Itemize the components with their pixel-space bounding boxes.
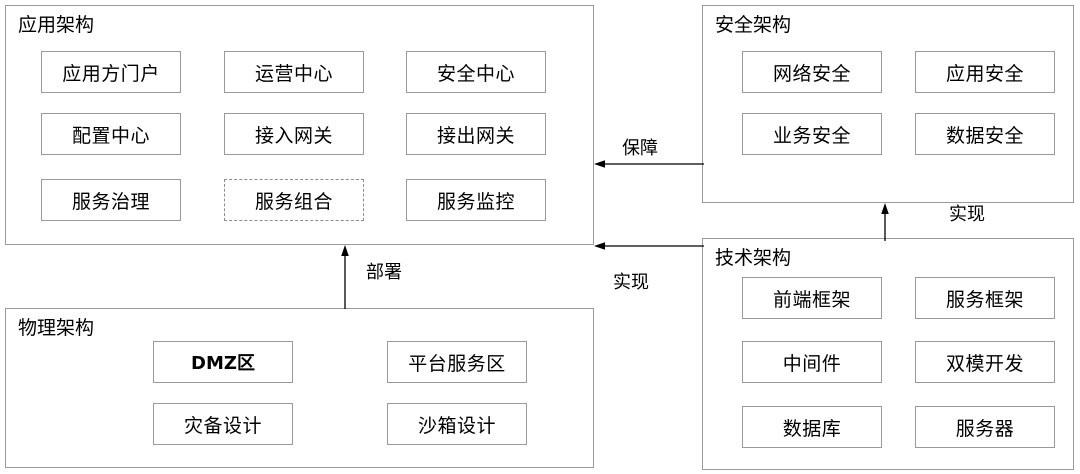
connector-physical-to-application: [340, 245, 354, 309]
connector-label-technical-to-application: 实现: [613, 272, 649, 293]
connector-technical-to-security: [880, 203, 894, 241]
node-service-monitoring[interactable]: 服务监控: [406, 179, 546, 221]
group-physical-architecture[interactable]: 物理架构 DMZ区 平台服务区 灾备设计 沙箱设计: [5, 308, 594, 468]
node-network-security[interactable]: 网络安全: [742, 51, 882, 93]
node-business-security[interactable]: 业务安全: [742, 113, 882, 155]
node-service-composition[interactable]: 服务组合: [224, 179, 364, 221]
node-operation-center[interactable]: 运营中心: [224, 51, 364, 93]
node-data-security[interactable]: 数据安全: [915, 113, 1055, 155]
node-database[interactable]: 数据库: [742, 406, 882, 448]
node-dmz-zone[interactable]: DMZ区: [153, 341, 293, 383]
node-sandbox-design[interactable]: 沙箱设计: [387, 403, 527, 445]
node-platform-service-zone[interactable]: 平台服务区: [387, 341, 527, 383]
group-technical-architecture[interactable]: 技术架构 前端框架 服务框架 中间件 双模开发 数据库 服务器: [702, 238, 1074, 470]
node-server[interactable]: 服务器: [915, 406, 1055, 448]
node-service-framework[interactable]: 服务框架: [915, 277, 1055, 319]
node-security-center[interactable]: 安全中心: [406, 51, 546, 93]
node-service-governance[interactable]: 服务治理: [41, 179, 181, 221]
node-disaster-recovery-design[interactable]: 灾备设计: [153, 403, 293, 445]
node-application-security[interactable]: 应用安全: [915, 51, 1055, 93]
group-title-technical: 技术架构: [715, 247, 792, 269]
group-title-security: 安全架构: [715, 14, 792, 36]
node-config-center[interactable]: 配置中心: [41, 113, 181, 155]
connector-label-physical-to-application: 部署: [366, 262, 402, 283]
group-title-application: 应用架构: [18, 14, 95, 36]
node-middleware[interactable]: 中间件: [742, 341, 882, 383]
group-application-architecture[interactable]: 应用架构 应用方门户 运营中心 安全中心 配置中心 接入网关 接出网关 服务治理…: [5, 5, 594, 245]
node-egress-gateway[interactable]: 接出网关: [406, 113, 546, 155]
connector-technical-to-application: [594, 242, 704, 250]
node-ingress-gateway[interactable]: 接入网关: [224, 113, 364, 155]
node-dual-mode-development[interactable]: 双模开发: [915, 341, 1055, 383]
group-security-architecture[interactable]: 安全架构 网络安全 应用安全 业务安全 数据安全: [702, 5, 1074, 203]
connector-label-technical-to-security: 实现: [949, 204, 985, 225]
group-title-physical: 物理架构: [18, 317, 95, 339]
connector-security-to-application: [594, 160, 704, 168]
node-frontend-framework[interactable]: 前端框架: [742, 277, 882, 319]
node-application-portal[interactable]: 应用方门户: [41, 51, 181, 93]
connector-label-security-to-application: 保障: [622, 138, 658, 159]
